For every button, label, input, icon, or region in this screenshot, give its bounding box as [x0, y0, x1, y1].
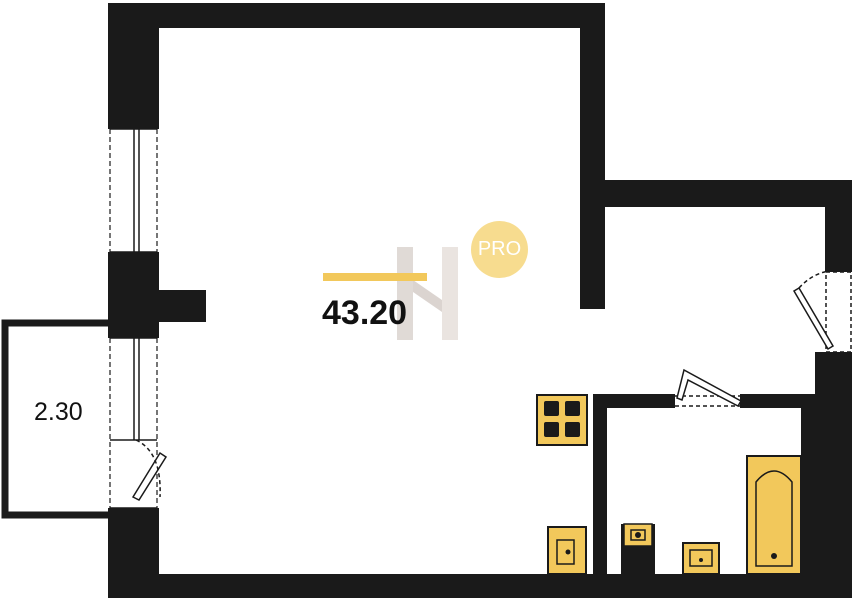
bathroom-door	[675, 368, 743, 407]
wall-bathroom-left	[593, 394, 607, 574]
wall-right-upper	[825, 180, 852, 272]
wall-bathroom-right	[801, 394, 815, 574]
stove	[536, 394, 588, 446]
balcony-outline	[1, 319, 108, 519]
bathtub	[746, 455, 802, 575]
toilet	[621, 523, 655, 574]
window-upper	[109, 129, 158, 252]
entrance-door	[792, 269, 852, 353]
wall-left-middle	[108, 252, 159, 338]
wall-partition-vertical	[580, 3, 605, 309]
main-room-area-label: 43.20	[322, 294, 408, 332]
window-upper-frame	[110, 128, 157, 253]
walls	[108, 3, 852, 598]
window-lower-frame	[110, 337, 157, 509]
wall-left-upper	[108, 3, 159, 129]
balcony-door	[131, 439, 168, 501]
bathroom-sink	[682, 542, 720, 575]
pro-badge: PRO	[471, 221, 528, 278]
wall-right-upper-horizontal	[580, 180, 852, 207]
kitchen-sink	[547, 526, 587, 575]
wall-right-lower	[815, 352, 852, 598]
watermark-logo	[397, 247, 458, 340]
wall-stub	[159, 290, 206, 322]
wall-bathroom-top	[593, 394, 675, 408]
wall-bottom	[108, 574, 852, 598]
area-accent-bar	[323, 273, 427, 281]
wall-top	[108, 3, 605, 28]
wall-bathroom-top-right	[740, 394, 815, 408]
window-lower	[109, 338, 158, 508]
balcony-area-label: 2.30	[34, 398, 83, 426]
